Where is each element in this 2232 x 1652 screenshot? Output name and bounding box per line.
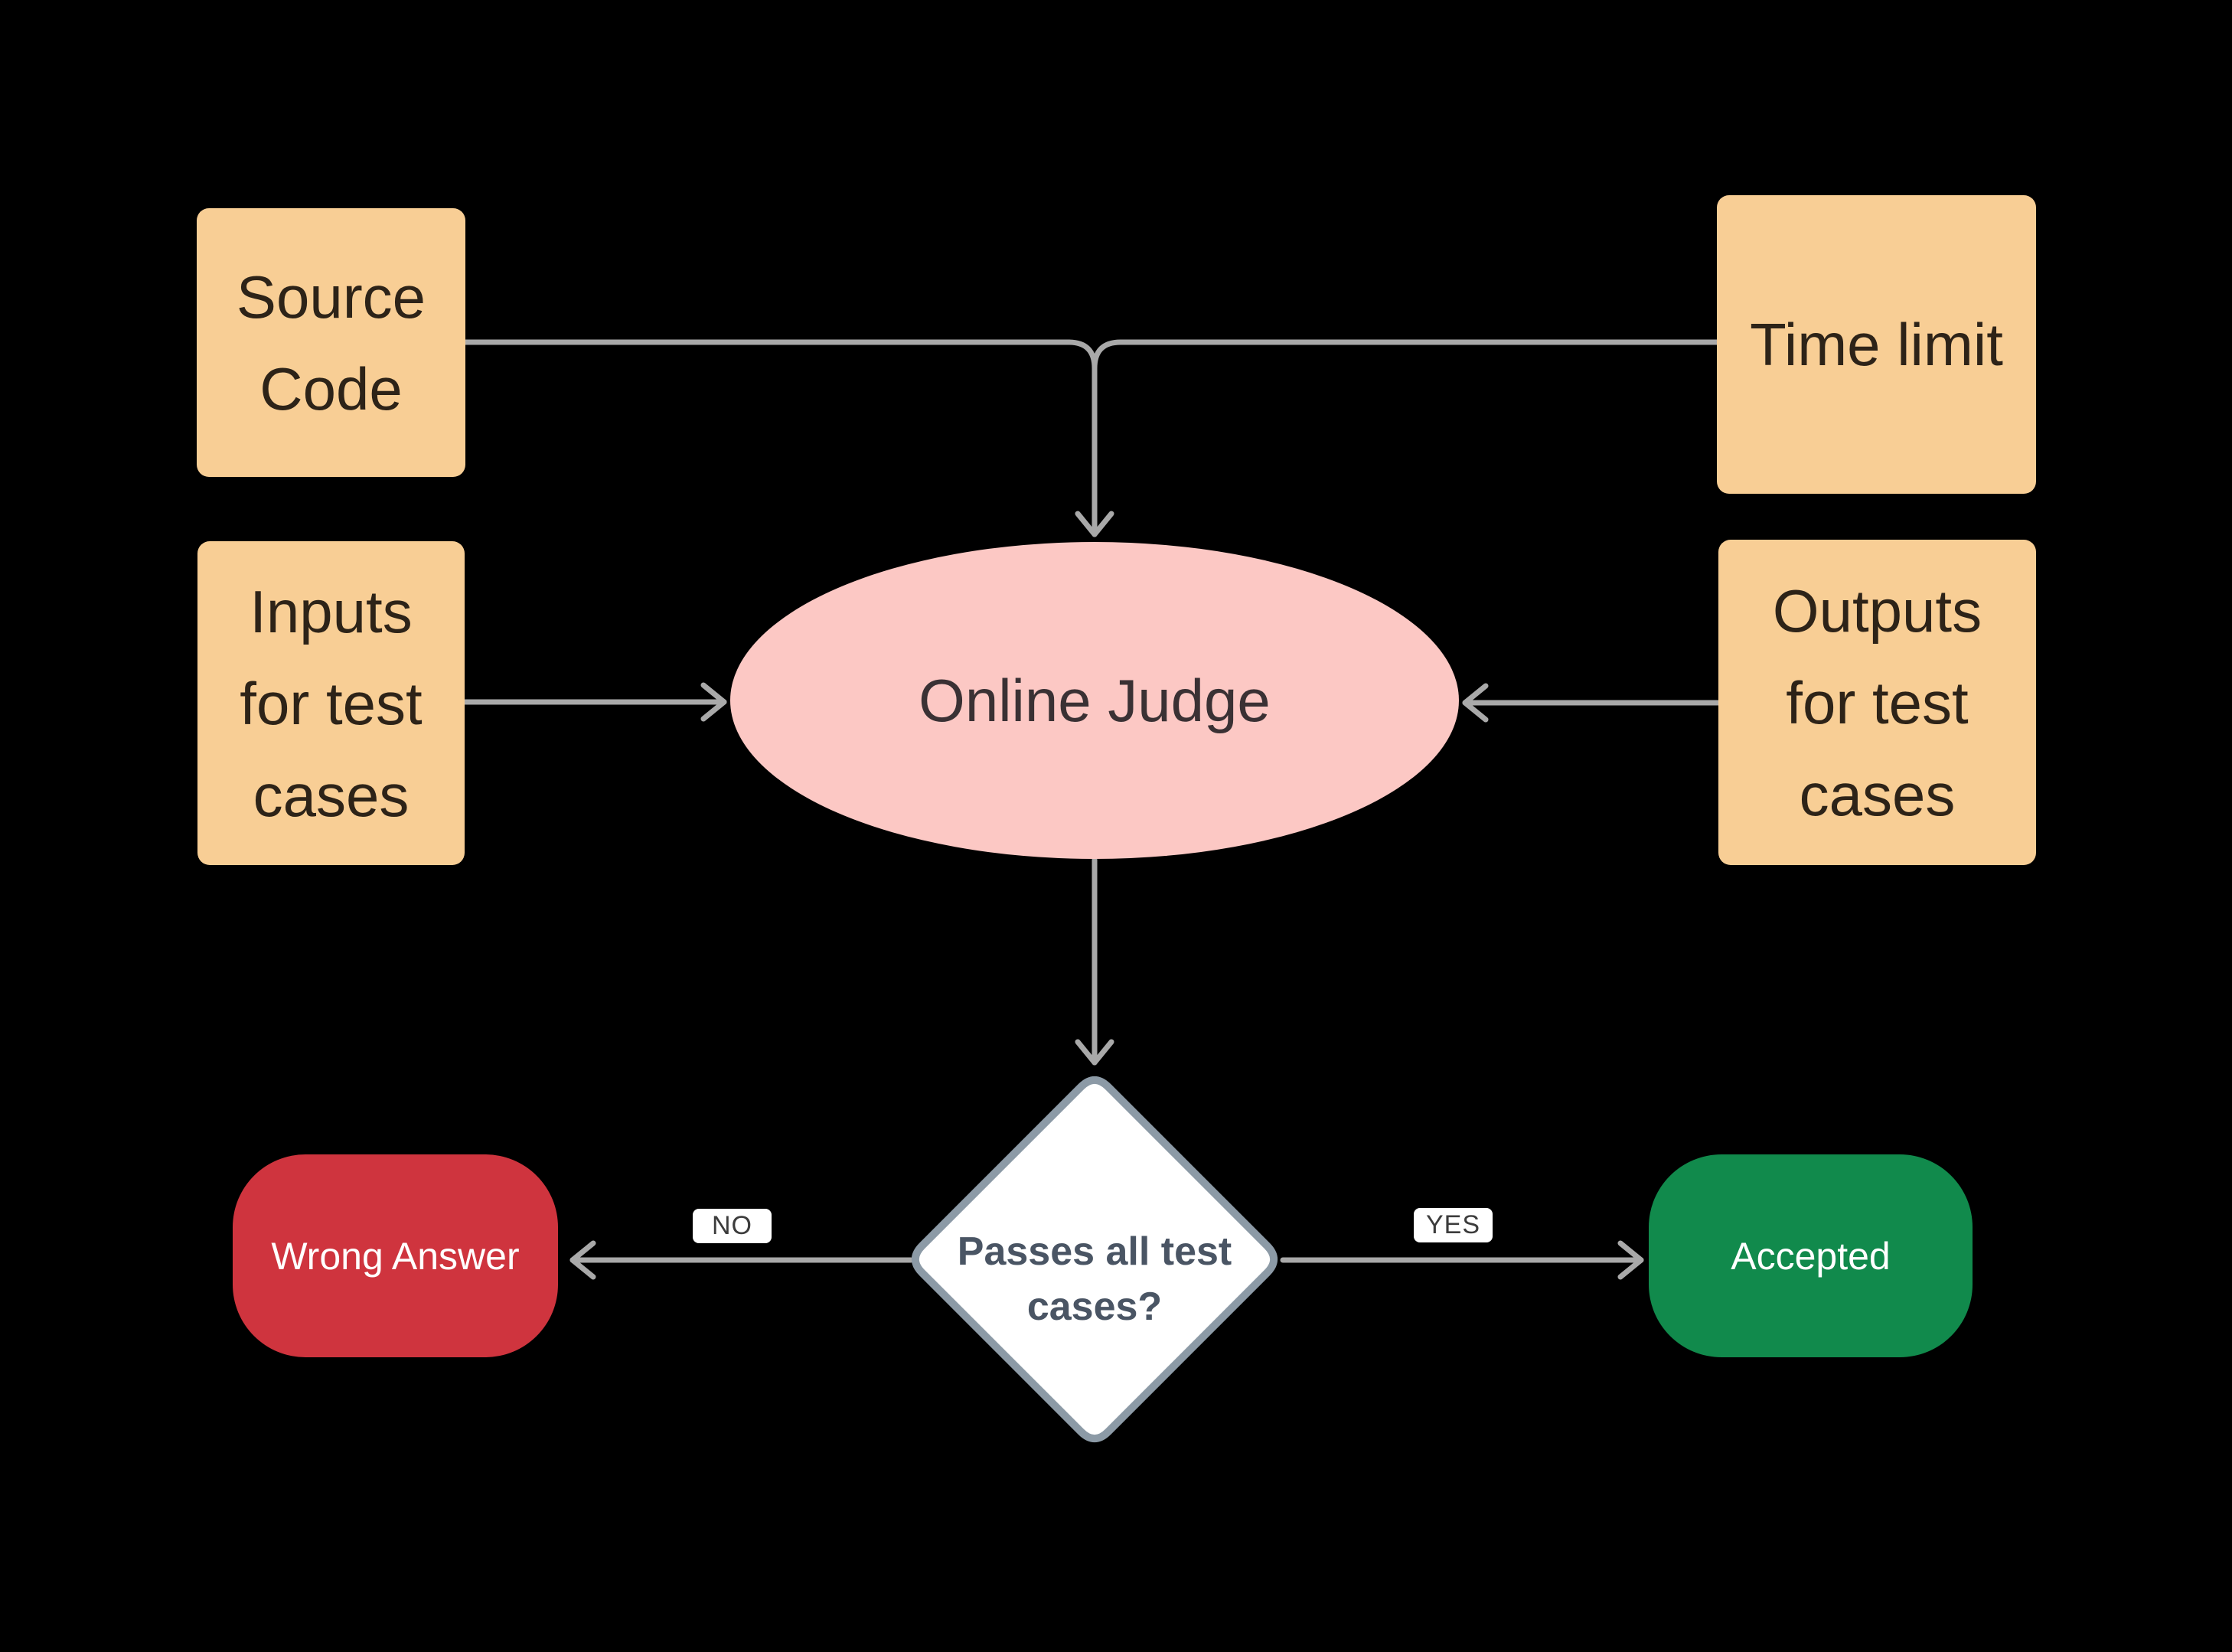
edge-source-code-to-online-judge bbox=[462, 339, 1098, 371]
node-accepted: Accepted bbox=[1649, 1154, 1973, 1357]
edge-label-no: NO bbox=[693, 1209, 772, 1243]
node-wrong-answer: Wrong Answer bbox=[233, 1154, 558, 1357]
node-source-code: Source Code bbox=[197, 208, 465, 477]
node-online-judge-label: Online Judge bbox=[919, 666, 1271, 734]
node-inputs-label-line2: for test bbox=[240, 669, 423, 737]
edge-time-limit-to-online-judge bbox=[1092, 339, 1720, 371]
node-inputs-label-line3: cases bbox=[253, 761, 410, 829]
node-decision-label: Passes all test cases? bbox=[903, 1224, 1286, 1334]
node-outputs-label-line1: Outputs bbox=[1772, 576, 1982, 645]
node-time-limit-label: Time limit bbox=[1750, 311, 2003, 378]
node-accepted-label: Accepted bbox=[1731, 1234, 1891, 1278]
node-source-code-label-line1: Source bbox=[236, 263, 426, 331]
node-inputs-label-line1: Inputs bbox=[250, 577, 413, 645]
node-decision-label-line2: cases? bbox=[1026, 1285, 1163, 1329]
node-outputs-label-line2: for test bbox=[1786, 668, 1969, 736]
node-wrong-answer-label: Wrong Answer bbox=[271, 1234, 520, 1278]
node-inputs-for-test-cases: Inputs for test cases bbox=[197, 541, 465, 865]
node-time-limit: Time limit bbox=[1717, 195, 2036, 494]
edge-label-yes: YES bbox=[1414, 1208, 1493, 1242]
node-decision-label-line1: Passes all test bbox=[957, 1229, 1232, 1274]
node-outputs-label-line3: cases bbox=[1799, 760, 1956, 828]
node-decision-shape bbox=[911, 1076, 1278, 1443]
node-source-code-label-line2: Code bbox=[259, 354, 403, 423]
node-outputs-for-test-cases: Outputs for test cases bbox=[1718, 540, 2036, 865]
node-online-judge: Online Judge bbox=[730, 542, 1459, 859]
